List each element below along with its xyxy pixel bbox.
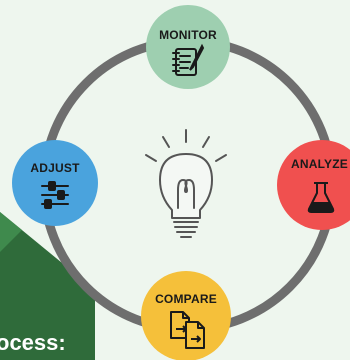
adjust-label: ADJUST [30, 161, 80, 175]
corner-banner-text: ocess: [0, 330, 66, 355]
analyze-node [277, 140, 350, 230]
notepad-pen-icon [172, 43, 205, 76]
analyze-label: ANALYZE [291, 157, 348, 171]
corner-banner [0, 212, 95, 360]
flask-icon [307, 182, 335, 213]
sliders-icon [41, 181, 69, 209]
documents-compare-icon [170, 311, 205, 349]
monitor-label: MONITOR [159, 28, 217, 42]
compare-label: COMPARE [155, 292, 217, 306]
lightbulb-icon [145, 129, 227, 238]
monitor-node [146, 5, 230, 89]
